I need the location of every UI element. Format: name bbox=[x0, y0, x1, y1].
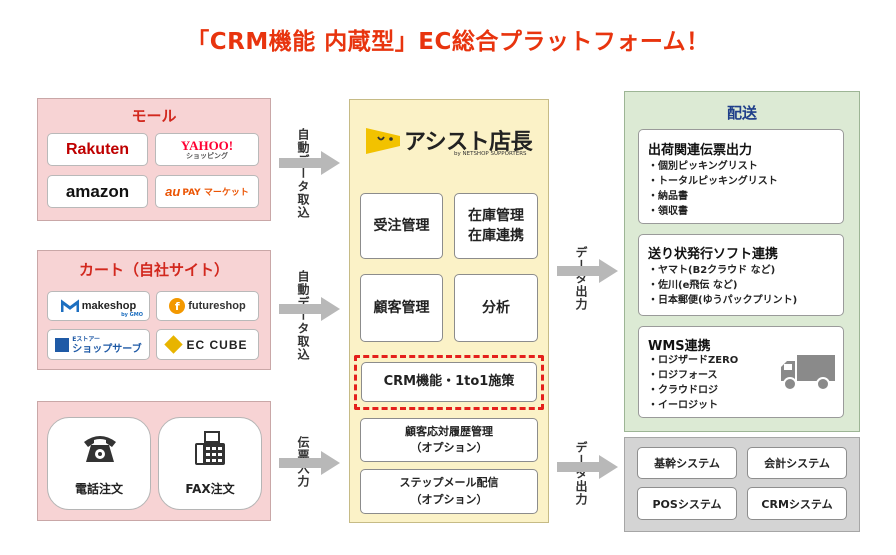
core-system-box[interactable]: 基幹システム bbox=[637, 447, 737, 479]
wms-items: ・ロジザードZERO ・ロジフォース ・クラウドロジ ・イーロジット bbox=[648, 355, 739, 411]
analysis-box[interactable]: 分析 bbox=[454, 274, 538, 342]
data-output-label-1: データ出力 bbox=[574, 246, 588, 311]
auto-import-label-1: 自動データ取込 bbox=[296, 128, 310, 219]
stock-management-box[interactable]: 在庫管理 在庫連携 bbox=[454, 193, 538, 259]
auto-import-label-2: 自動データ取込 bbox=[296, 270, 310, 361]
systems-panel: 基幹システム 会計システム POSシステム CRMシステム bbox=[624, 437, 860, 532]
crm-feature-box[interactable]: CRM機能・1to1施策 bbox=[361, 362, 537, 402]
brand-subtitle: by NETSHOP SUPPORTERS bbox=[454, 151, 527, 157]
fax-order-label: FAX注文 bbox=[185, 482, 235, 496]
fax-icon bbox=[195, 431, 225, 465]
phone-order-card[interactable]: 電話注文 bbox=[47, 417, 151, 510]
arrow-right-4 bbox=[557, 258, 619, 284]
eccube-mark-icon bbox=[164, 335, 184, 354]
megaphone-icon bbox=[366, 128, 400, 154]
arrow-right-icon bbox=[557, 259, 618, 283]
arrow-right-3 bbox=[279, 450, 341, 476]
pos-system-box[interactable]: POSシステム bbox=[637, 487, 737, 520]
fax-order-card[interactable]: FAX注文 bbox=[158, 417, 262, 510]
mall-panel: モール Rakuten YAHOO! ショッピング amazon au PAY … bbox=[37, 98, 271, 221]
page-title: 「CRM機能 内蔵型」EC総合プラットフォーム！ bbox=[186, 29, 710, 55]
arrow-right-icon bbox=[279, 151, 340, 175]
delivery-panel: 配送 出荷関連伝票出力 ・個別ピッキングリスト ・トータルピッキングリスト ・納… bbox=[624, 91, 860, 432]
au-pay-market-logo[interactable]: au PAY マーケット bbox=[155, 175, 259, 208]
shipping-slip-items: ・個別ピッキングリスト ・トータルピッキングリスト ・納品書 ・領収書 bbox=[648, 161, 778, 217]
arrow-right-5 bbox=[557, 454, 619, 480]
step-mail-option-box[interactable]: ステップメール配信 （オプション） bbox=[360, 469, 538, 514]
shopserve-mark-icon bbox=[55, 337, 70, 352]
shipping-slip-box[interactable]: 出荷関連伝票出力 ・個別ピッキングリスト ・トータルピッキングリスト ・納品書 … bbox=[638, 129, 844, 224]
futureshop-logo[interactable]: f futureshop bbox=[156, 291, 259, 321]
rakuten-logo[interactable]: Rakuten bbox=[47, 133, 148, 166]
shopserve-logo[interactable]: Eストアー ショップサーブ bbox=[47, 329, 150, 360]
crm-highlight-frame bbox=[354, 355, 544, 410]
futureshop-mark-icon: f bbox=[169, 298, 186, 314]
order-management-box[interactable]: 受注管理 bbox=[360, 193, 443, 259]
arrow-right-icon bbox=[557, 455, 618, 479]
customer-management-box[interactable]: 顧客管理 bbox=[360, 274, 443, 342]
makeshop-logo[interactable]: makeshop by GMO bbox=[47, 291, 150, 321]
delivery-heading: 配送 bbox=[726, 104, 757, 122]
arrow-right-1 bbox=[279, 150, 341, 176]
shipping-slip-title: 出荷関連伝票出力 bbox=[648, 143, 753, 158]
data-output-label-2: データ出力 bbox=[574, 441, 588, 506]
arrow-right-icon bbox=[279, 297, 340, 321]
wms-title: WMS連携 bbox=[648, 339, 711, 354]
accounting-system-box[interactable]: 会計システム bbox=[747, 447, 847, 479]
invoice-software-title: 送り状発行ソフト連携 bbox=[648, 247, 779, 262]
arrow-right-icon bbox=[279, 451, 340, 475]
amazon-logo[interactable]: amazon bbox=[47, 175, 148, 208]
offline-orders-panel: 電話注文 FAX注文 bbox=[37, 401, 271, 521]
arrow-right-2 bbox=[279, 296, 341, 322]
mall-heading: モール bbox=[131, 107, 177, 125]
wms-box[interactable]: WMS連携 ・ロジザードZERO ・ロジフォース ・クラウドロジ ・イーロジット bbox=[638, 326, 844, 418]
assist-tencho-panel: アシスト店長 by NETSHOP SUPPORTERS 受注管理 在庫管理 在… bbox=[349, 99, 549, 523]
crm-system-box[interactable]: CRMシステム bbox=[747, 487, 847, 520]
phone-icon bbox=[84, 436, 116, 462]
customer-history-option-box[interactable]: 顧客応対履歴管理 （オプション） bbox=[360, 418, 538, 462]
invoice-software-box[interactable]: 送り状発行ソフト連携 ・ヤマト(B2クラウド など) ・佐川(e飛伝 など) ・… bbox=[638, 234, 844, 316]
invoice-software-items: ・ヤマト(B2クラウド など) ・佐川(e飛伝 など) ・日本郵便(ゆうパックプ… bbox=[648, 265, 798, 306]
eccube-logo[interactable]: EC CUBE bbox=[156, 329, 259, 360]
cart-heading: カート（自社サイト） bbox=[78, 261, 229, 279]
cart-panel: カート（自社サイト） makeshop by GMO f futureshop … bbox=[37, 250, 271, 370]
brand-name: アシスト店長 bbox=[404, 130, 533, 155]
yahoo-shopping-logo[interactable]: YAHOO! ショッピング bbox=[155, 133, 259, 166]
phone-order-label: 電話注文 bbox=[74, 482, 123, 496]
makeshop-mark-icon bbox=[60, 299, 79, 312]
truck-icon bbox=[781, 355, 835, 391]
